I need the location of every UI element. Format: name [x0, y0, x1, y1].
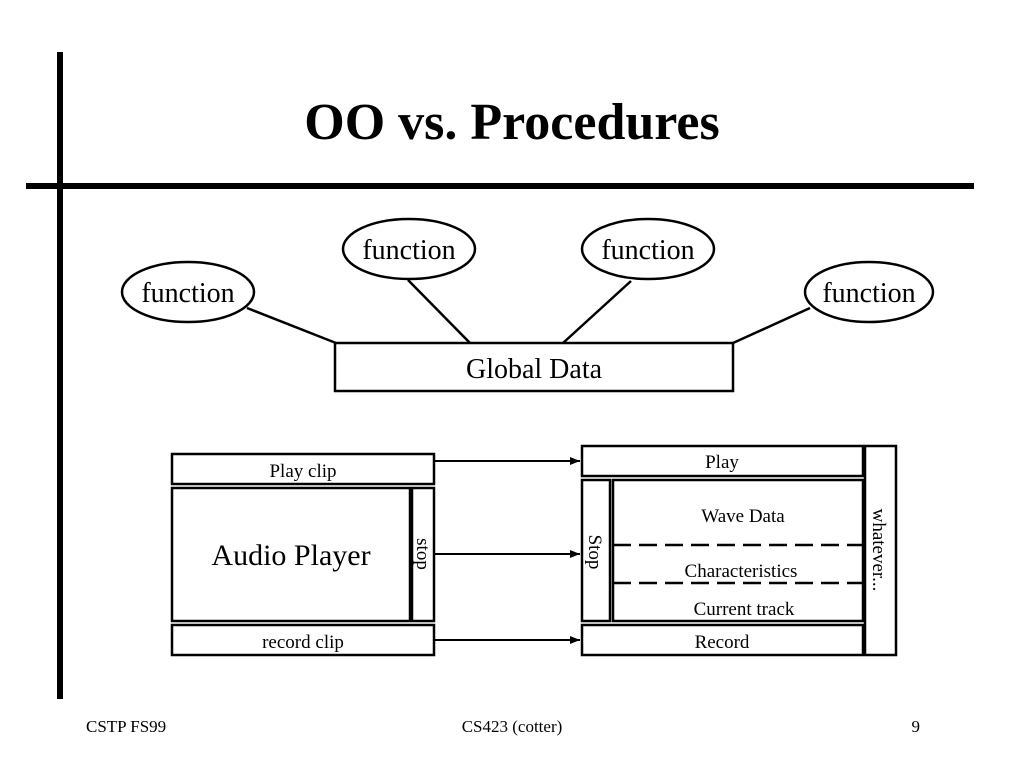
function-ellipse-4 — [803, 260, 935, 324]
record-label: Record — [695, 632, 750, 653]
record-method — [580, 623, 865, 657]
audio-player-object: Play clip Audio Player stop record clip — [170, 452, 436, 657]
slide-title: OO vs. Procedures — [304, 94, 720, 151]
footer-page-number: 9 — [911, 717, 921, 736]
connector-line — [732, 306, 811, 345]
whatever-method — [863, 444, 898, 657]
function-ellipse-3 — [580, 217, 716, 281]
record-clip-method — [170, 623, 436, 657]
footer-course: CSTP FS99 — [86, 717, 167, 736]
characteristics-label: Characteristics — [685, 561, 798, 582]
wave-data-label: Wave Data — [701, 506, 785, 527]
audio-player-label: Audio Player — [211, 539, 370, 572]
global-data-box — [333, 341, 735, 393]
stop-label: stop — [412, 538, 433, 570]
current-track-label: Current track — [694, 599, 795, 620]
whatever-label: whatever... — [868, 509, 889, 592]
function-label-2: function — [362, 235, 455, 266]
global-data-label: Global Data — [466, 354, 603, 385]
function-label-1: function — [141, 278, 234, 309]
play-clip-label: Play clip — [269, 461, 336, 482]
object-data-area — [611, 478, 865, 623]
stop-label-right: Stop — [584, 535, 605, 570]
function-ellipse-1 — [120, 260, 256, 324]
connector-line — [246, 306, 337, 345]
function-label-4: function — [822, 278, 915, 309]
media-object: Play Stop Wave Data Characteristics Curr… — [580, 444, 898, 657]
play-method — [580, 444, 865, 478]
procedural-diagram: function function function function Glob… — [120, 217, 935, 393]
record-clip-label: record clip — [262, 632, 344, 653]
function-label-3: function — [601, 235, 694, 266]
audio-player-body — [170, 486, 412, 623]
play-label: Play — [705, 452, 739, 473]
connector-line — [562, 280, 632, 344]
stop-method-right — [580, 478, 612, 623]
horizontal-rule — [26, 183, 974, 189]
message-arrows — [434, 457, 580, 644]
play-clip-method — [170, 452, 436, 486]
vertical-rule — [57, 52, 63, 699]
footer-author: CS423 (cotter) — [461, 717, 563, 736]
function-ellipse-2 — [341, 217, 477, 281]
connector-line — [407, 279, 471, 344]
